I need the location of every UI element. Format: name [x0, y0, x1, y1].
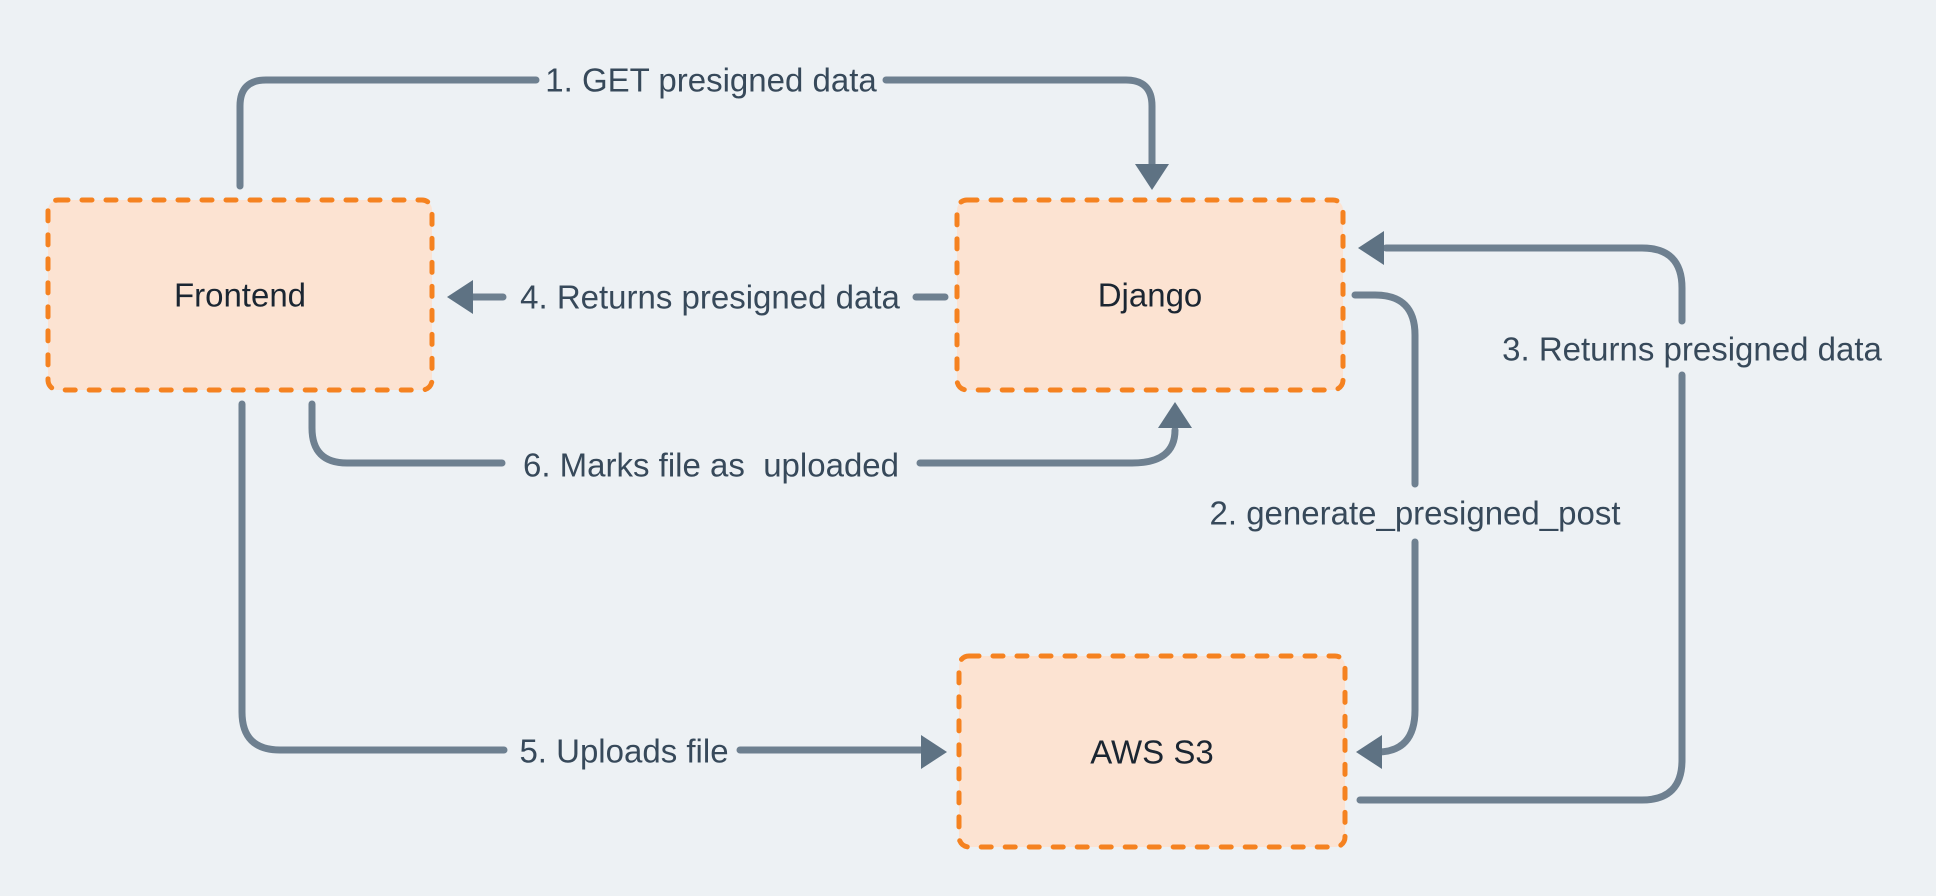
django-box — [954, 197, 1346, 393]
edge-5-path — [238, 400, 926, 754]
edge-4-label: 4. Returns presigned data — [520, 279, 900, 316]
edge-2-path — [1351, 291, 1419, 756]
frontend-label: Frontend — [174, 277, 306, 314]
edge-5: 5. Uploads file — [238, 400, 947, 770]
django-label: Django — [1098, 277, 1203, 314]
aws-s3-label: AWS S3 — [1090, 734, 1213, 771]
node-aws-s3: AWS S3 — [956, 653, 1348, 850]
edge-3: 3. Returns presigned data — [1356, 231, 1883, 804]
edge-6: 6. Marks file as uploaded — [308, 400, 1192, 484]
edge-2-arrowhead — [1356, 735, 1382, 769]
edge-4: 4. Returns presigned data — [447, 279, 949, 316]
edge-6-label: 6. Marks file as uploaded — [523, 447, 899, 484]
node-frontend: Frontend — [45, 197, 435, 393]
edge-1: 1. GET presigned data — [236, 62, 1169, 190]
edge-2-label: 2. generate_presigned_post — [1210, 495, 1621, 532]
edge-6-arrowhead — [1158, 402, 1192, 428]
edge-6-path — [308, 400, 1179, 467]
edge-2: 2. generate_presigned_post — [1210, 291, 1621, 769]
edge-5-label: 5. Uploads file — [519, 733, 728, 770]
edge-3-path — [1356, 244, 1686, 804]
edge-1-path — [236, 76, 1156, 190]
edge-1-arrowhead — [1135, 164, 1169, 190]
edge-1-label: 1. GET presigned data — [545, 62, 877, 99]
node-django: Django — [954, 197, 1346, 393]
edge-4-arrowhead — [447, 280, 473, 314]
edge-3-arrowhead — [1358, 231, 1384, 265]
frontend-box — [45, 197, 435, 393]
aws-s3-box — [956, 653, 1348, 850]
edge-3-label: 3. Returns presigned data — [1502, 331, 1882, 368]
edge-5-arrowhead — [921, 735, 947, 769]
